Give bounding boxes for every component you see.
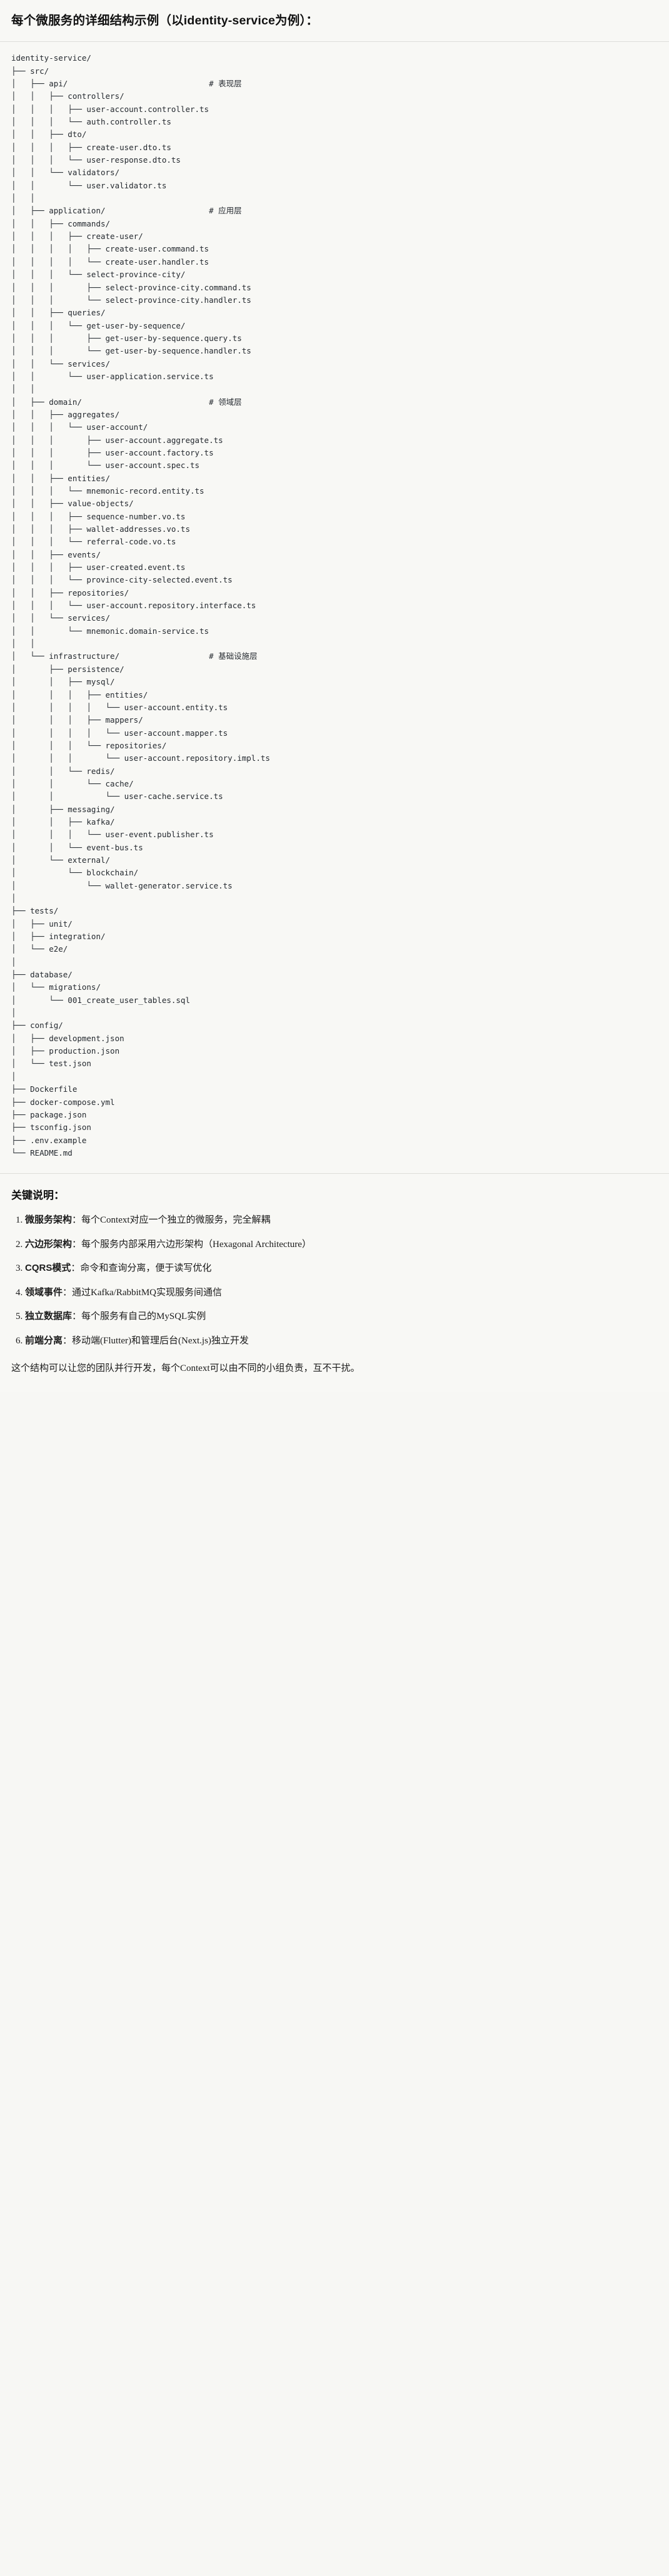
key-note-item: CQRS模式：命令和查询分离，便于读写优化 <box>25 1261 658 1276</box>
key-note-separator: ： <box>71 1263 81 1274</box>
document-page: 每个微服务的详细结构示例（以identity-service为例）： ident… <box>0 0 669 1392</box>
key-notes-list: 微服务架构：每个Context对应一个独立的微服务，完全解耦六边形架构：每个服务… <box>11 1213 658 1348</box>
key-note-term: CQRS模式 <box>25 1263 71 1274</box>
key-note-separator: ： <box>63 1335 73 1346</box>
key-note-description: 通过Kafka/RabbitMQ实现服务间通信 <box>72 1287 223 1298</box>
key-note-item: 独立数据库：每个服务有自己的MySQL实例 <box>25 1310 658 1324</box>
key-note-term: 领域事件 <box>25 1286 63 1298</box>
key-notes-block: 关键说明： 微服务架构：每个Context对应一个独立的微服务，完全解耦六边形架… <box>0 1174 669 1393</box>
key-note-item: 微服务架构：每个Context对应一个独立的微服务，完全解耦 <box>25 1213 658 1228</box>
key-notes-title: 关键说明： <box>11 1189 64 1202</box>
key-note-description: 每个Context对应一个独立的微服务，完全解耦 <box>81 1215 271 1226</box>
directory-tree-block: identity-service/ ├── src/ │ ├── api/ # … <box>0 42 669 1174</box>
key-note-description: 每个服务有自己的MySQL实例 <box>81 1311 206 1322</box>
key-note-separator: ： <box>72 1311 82 1322</box>
directory-tree: identity-service/ ├── src/ │ ├── api/ # … <box>11 52 658 1159</box>
document-header: 每个微服务的详细结构示例（以identity-service为例）： <box>0 0 669 43</box>
key-note-separator: ： <box>72 1239 82 1250</box>
directory-tree-code: identity-service/ ├── src/ │ ├── api/ # … <box>11 53 270 1158</box>
key-note-item: 前端分离：移动端(Flutter)和管理后台(Next.js)独立开发 <box>25 1334 658 1348</box>
page-title: 每个微服务的详细结构示例（以identity-service为例）： <box>11 14 319 28</box>
key-note-separator: ： <box>72 1215 82 1226</box>
key-note-term: 微服务架构 <box>25 1214 73 1226</box>
key-note-item: 领域事件：通过Kafka/RabbitMQ实现服务间通信 <box>25 1286 658 1300</box>
key-note-term: 独立数据库 <box>25 1311 73 1322</box>
key-note-item: 六边形架构：每个服务内部采用六边形架构（Hexagonal Architectu… <box>25 1238 658 1252</box>
key-note-term: 六边形架构 <box>25 1238 73 1250</box>
key-note-description: 移动端(Flutter)和管理后台(Next.js)独立开发 <box>72 1335 249 1346</box>
key-note-description: 命令和查询分离，便于读写优化 <box>80 1263 212 1274</box>
closing-paragraph: 这个结构可以让您的团队并行开发，每个Context可以由不同的小组负责，互不干扰… <box>11 1363 360 1374</box>
key-note-separator: ： <box>63 1287 73 1298</box>
key-note-term: 前端分离 <box>25 1335 63 1346</box>
key-note-description: 每个服务内部采用六边形架构（Hexagonal Architecture） <box>81 1239 311 1250</box>
